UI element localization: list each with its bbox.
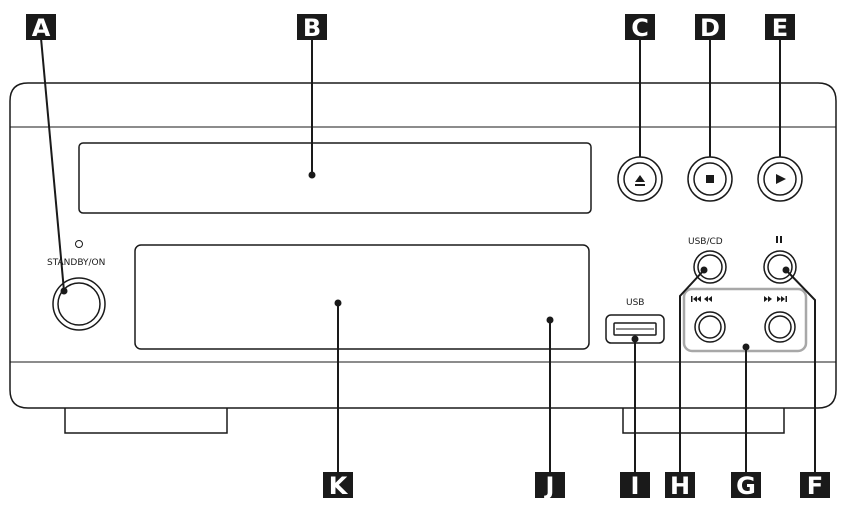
callout-d: D xyxy=(695,14,725,42)
eject-button-inner[interactable] xyxy=(623,162,657,196)
svg-text:C: C xyxy=(631,14,649,42)
play-button-inner[interactable] xyxy=(763,162,797,196)
svg-text:A: A xyxy=(32,14,51,42)
standby-button-outer[interactable] xyxy=(52,277,106,331)
usb-cd-button-outer[interactable] xyxy=(693,250,727,284)
callout-f: F xyxy=(800,472,830,500)
standby-button-inner[interactable] xyxy=(57,282,101,326)
skip-back-button-inner[interactable] xyxy=(698,315,722,339)
svg-text:I: I xyxy=(631,472,640,500)
pause-button-outer[interactable] xyxy=(763,250,797,284)
svg-text:E: E xyxy=(772,14,788,42)
skip-forward-button-inner[interactable] xyxy=(768,315,792,339)
leader-g-dot xyxy=(742,343,750,351)
leader-k-dot xyxy=(334,299,342,307)
usb-cd-button-inner[interactable] xyxy=(697,254,723,280)
svg-text:J: J xyxy=(544,472,555,500)
stop-button-inner[interactable] xyxy=(693,162,727,196)
callout-e: E xyxy=(765,14,795,42)
usb-label: USB xyxy=(626,298,644,308)
svg-text:D: D xyxy=(700,14,720,42)
disc-tray[interactable] xyxy=(78,142,592,214)
callout-b: B xyxy=(297,14,327,42)
skip-forward-icon xyxy=(764,296,787,302)
usb-cd-label: USB/CD xyxy=(688,237,723,247)
leader-h-dot xyxy=(700,266,708,274)
leader-a-dot xyxy=(60,287,68,295)
skip-back-button-outer[interactable] xyxy=(694,311,726,343)
callout-g: G xyxy=(731,472,761,500)
skip-back-icon xyxy=(691,296,712,302)
usb-port-inner[interactable] xyxy=(613,322,657,336)
pause-button-inner[interactable] xyxy=(767,254,793,280)
svg-text:B: B xyxy=(303,14,321,42)
callout-k: K xyxy=(323,472,353,500)
skip-forward-button-outer[interactable] xyxy=(764,311,796,343)
device-body xyxy=(9,82,837,409)
right-foot xyxy=(622,408,785,434)
play-icon xyxy=(776,174,786,184)
left-foot xyxy=(64,408,228,434)
callout-h: H xyxy=(665,472,695,500)
pause-icon xyxy=(776,236,782,243)
leader-i-dot xyxy=(631,335,639,343)
callout-j: J xyxy=(535,472,565,500)
leader-f-dot xyxy=(782,266,790,274)
svg-text:H: H xyxy=(670,472,690,500)
callout-c: C xyxy=(625,14,655,42)
stop-icon xyxy=(706,175,714,183)
leader-j-dot xyxy=(546,316,554,324)
callout-a: A xyxy=(26,14,56,42)
svg-text:K: K xyxy=(329,472,349,500)
leader-h xyxy=(679,269,705,474)
display-window xyxy=(134,244,590,350)
eject-icon xyxy=(635,175,645,186)
standby-indicator xyxy=(75,240,83,248)
callout-i: I xyxy=(620,472,650,500)
svg-text:G: G xyxy=(736,472,756,500)
standby-label: STANDBY/ON xyxy=(47,258,105,268)
svg-text:F: F xyxy=(807,472,823,500)
leader-f xyxy=(785,269,816,474)
leader-a xyxy=(40,37,65,292)
leader-b-dot xyxy=(308,171,316,179)
